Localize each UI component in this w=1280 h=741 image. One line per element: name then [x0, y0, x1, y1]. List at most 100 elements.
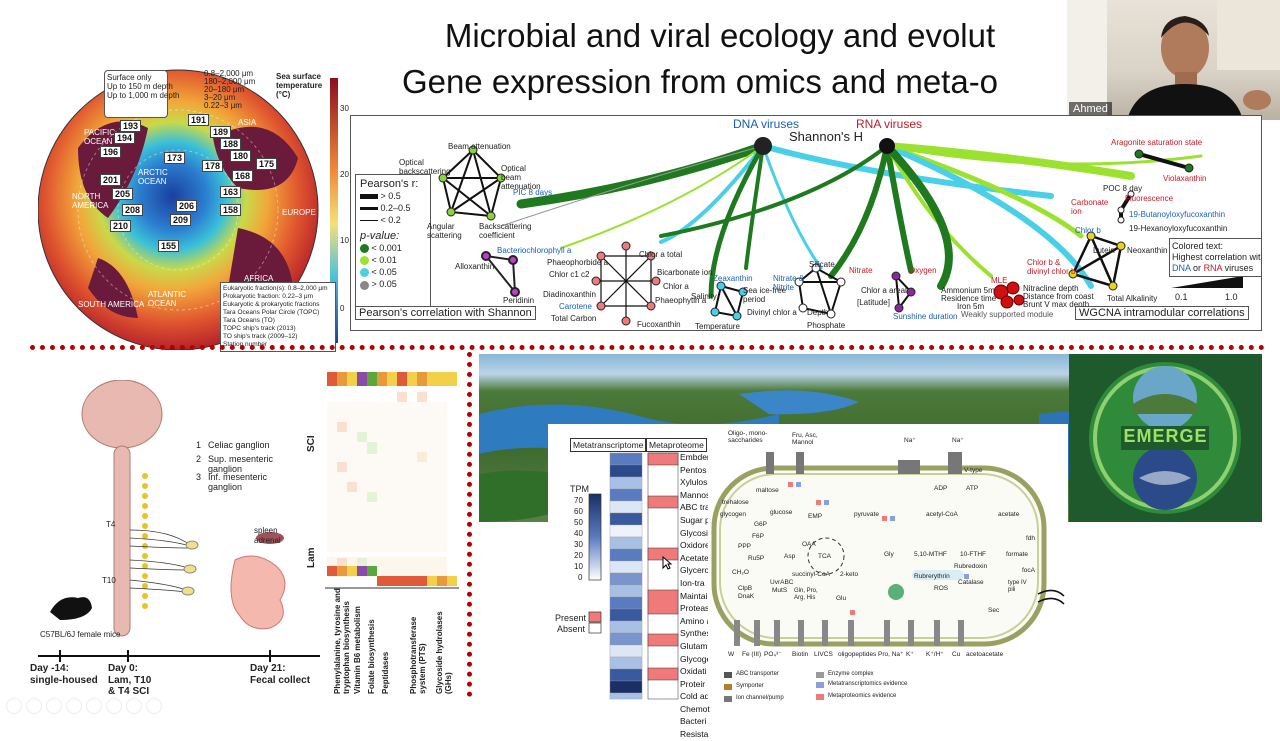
node-label: Diadinoxanthin	[543, 290, 596, 299]
cell-label: Ru5P	[748, 555, 765, 562]
diagram-legend-item: Ion channel/pump	[736, 695, 784, 701]
node-label: Carbonate ion	[1071, 198, 1109, 216]
cell-label: DnaK	[738, 593, 755, 600]
pearson-swatch	[360, 220, 378, 222]
more-icon[interactable]	[146, 698, 162, 714]
station-badge: 180	[230, 150, 252, 162]
station-badge: 173	[164, 152, 186, 164]
station-badge: 209	[170, 214, 192, 226]
cell-label: ATP	[966, 485, 979, 492]
pathway-label: Proteas	[680, 603, 710, 614]
node-label: Sea ice-free period	[743, 286, 787, 304]
node-label: Total Alkalinity	[1107, 294, 1158, 303]
map-legend-item: TO ship's track (2009–12)	[223, 333, 298, 340]
cell-label: ROS	[934, 585, 949, 592]
tpm-tick: 30	[574, 540, 583, 549]
cell-label: maltose	[756, 487, 779, 494]
tpm-label: TPM	[570, 484, 589, 494]
anatomy-illustration	[38, 379, 320, 662]
node-label: Sunshine duration	[893, 312, 958, 321]
cell-label: G6P	[754, 521, 768, 528]
node-label: Phosphate	[807, 321, 846, 330]
pathway-label: Resista	[680, 729, 709, 740]
temp-tick: 30	[340, 104, 349, 113]
diagram-legend-item: Enzyme complex	[828, 671, 874, 677]
cell-label: PPP	[738, 543, 752, 550]
cell-label: oligopeptides	[838, 651, 877, 658]
node-label: Divinyl chlor a	[747, 308, 797, 317]
pathway-label: Chemot	[680, 703, 710, 714]
node-label: Lutein	[1093, 246, 1115, 255]
size-label: 0.8–2,000 μm	[204, 69, 254, 78]
mouse-sci-diagram: 1 Celiac ganglion 2 Sup. mesenteric gang…	[30, 379, 330, 697]
search-icon[interactable]	[86, 698, 102, 714]
cell-label: glycogen	[720, 511, 747, 518]
section-divider-vertical	[467, 352, 472, 697]
slide-title-line1: Microbial and viral ecology and evolut	[444, 17, 996, 54]
node-label: Bacteriochlorophyll a	[497, 246, 572, 255]
cell-label: CH₂O	[732, 569, 749, 576]
map-size-legend: 0.8–2,000 μm 180–2,000 μm 20–180 μm 3–20…	[204, 70, 255, 110]
forward-icon[interactable]	[46, 698, 62, 714]
omics-bars	[588, 452, 679, 700]
node-label: Chlor a	[663, 282, 689, 291]
pearson-level: > 0.5	[380, 191, 401, 201]
region-label: ARCTIC OCEAN	[138, 168, 168, 186]
mouse-cursor-icon	[662, 556, 672, 570]
node-label: PIC 8 days	[513, 188, 553, 197]
back-icon[interactable]	[6, 698, 22, 714]
heatmap-column-label: Phenylalanine, tyrosine and tryptophan b…	[333, 588, 351, 694]
size-label: 0.22–3 μm	[204, 101, 242, 110]
play-icon[interactable]	[26, 698, 42, 714]
weak-module-note: Weakly supported module	[961, 310, 1054, 319]
cell-label: Asp	[784, 553, 796, 560]
node-label: Temperature	[695, 322, 740, 331]
settings-icon[interactable]	[126, 698, 142, 714]
pearson-swatch	[360, 207, 378, 211]
node-label: Chlor c1 c2	[549, 270, 590, 279]
region-label: SOUTH AMERICA	[78, 300, 145, 309]
cell-label: Rubredoxin	[954, 563, 988, 570]
row-label-sci: SCI	[306, 435, 317, 452]
cell-label: acetate	[998, 511, 1020, 518]
diagram-legend-item: Metaproteomics evidence	[828, 693, 897, 699]
pathway-label: Xylulos	[680, 477, 708, 488]
pathway-label: Glutam	[680, 640, 708, 651]
zoom-icon[interactable]	[106, 698, 122, 714]
node-label: Total Carbon	[551, 314, 597, 323]
region-label: AFRICA	[244, 274, 274, 283]
rna-viruses-label: RNA viruses	[856, 117, 923, 131]
emerge-logo-tile: EMERGE	[1069, 354, 1262, 522]
heatmap-column-label: Peptidases	[381, 651, 390, 694]
pvalue-level: > 0.05	[371, 279, 397, 290]
cell-label: EMP	[808, 513, 823, 520]
cell-label: Glu	[836, 595, 847, 602]
node-label: Angular scattering	[427, 222, 462, 240]
node-label: Alloxanthin	[455, 262, 495, 271]
tpm-tick: 60	[574, 507, 583, 516]
cell-label: ADP	[934, 485, 948, 492]
cell-metabolism-diagram: Oligo-, mono-saccharides Fru, Asc, Manno…	[708, 424, 1068, 706]
node-label: Optical beam attenuation	[501, 164, 541, 191]
ganglion-label: Inf. mesenteric ganglion	[208, 472, 268, 492]
cell-label: Na⁺	[904, 437, 916, 444]
adrenal-label: adrenal	[254, 536, 281, 545]
node-label: Silicate	[809, 260, 835, 269]
station-badge: 178	[202, 160, 224, 172]
emerge-label: EMERGE	[1123, 426, 1208, 446]
node-label: Bicarbonate ion	[657, 268, 713, 277]
node-label: MLE	[991, 276, 1008, 285]
region-label: EUROPE	[282, 208, 316, 217]
copy-icon[interactable]	[66, 698, 82, 714]
section-divider-horizontal	[30, 345, 1265, 350]
mouse-strain: C57BL/6J female mice	[40, 630, 121, 639]
shannon-label: Shannon's H	[789, 129, 864, 144]
cell-label: focA	[1022, 567, 1036, 574]
cell-label: K⁺/H⁺	[926, 651, 944, 658]
player-toolbar	[6, 698, 166, 719]
pvalue-swatch	[360, 280, 369, 290]
node-label: Residence time	[941, 294, 997, 303]
cell-label: UvrABC	[770, 579, 794, 586]
node-label: POC 8 day	[1103, 184, 1143, 193]
cell-label: 10-FTHF	[960, 551, 986, 558]
